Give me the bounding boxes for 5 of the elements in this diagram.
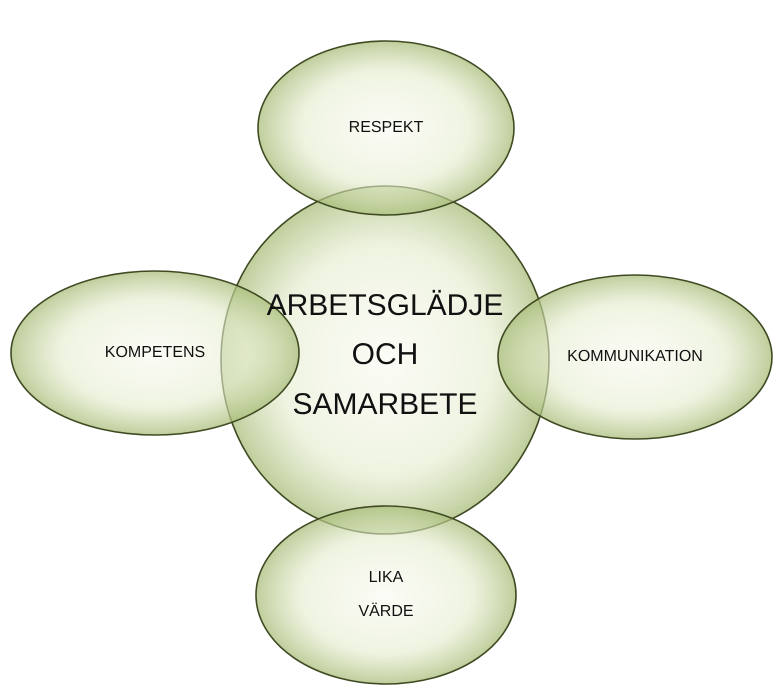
node-label: RESPEKT <box>348 118 424 138</box>
node-label: ARBETSGLÄDJE OCH SAMARBETE <box>266 288 504 423</box>
node-label: LIKA VÄRDE <box>358 568 414 622</box>
node-label: KOMMUNIKATION <box>567 347 703 368</box>
node-label: KOMPETENS <box>104 343 206 364</box>
